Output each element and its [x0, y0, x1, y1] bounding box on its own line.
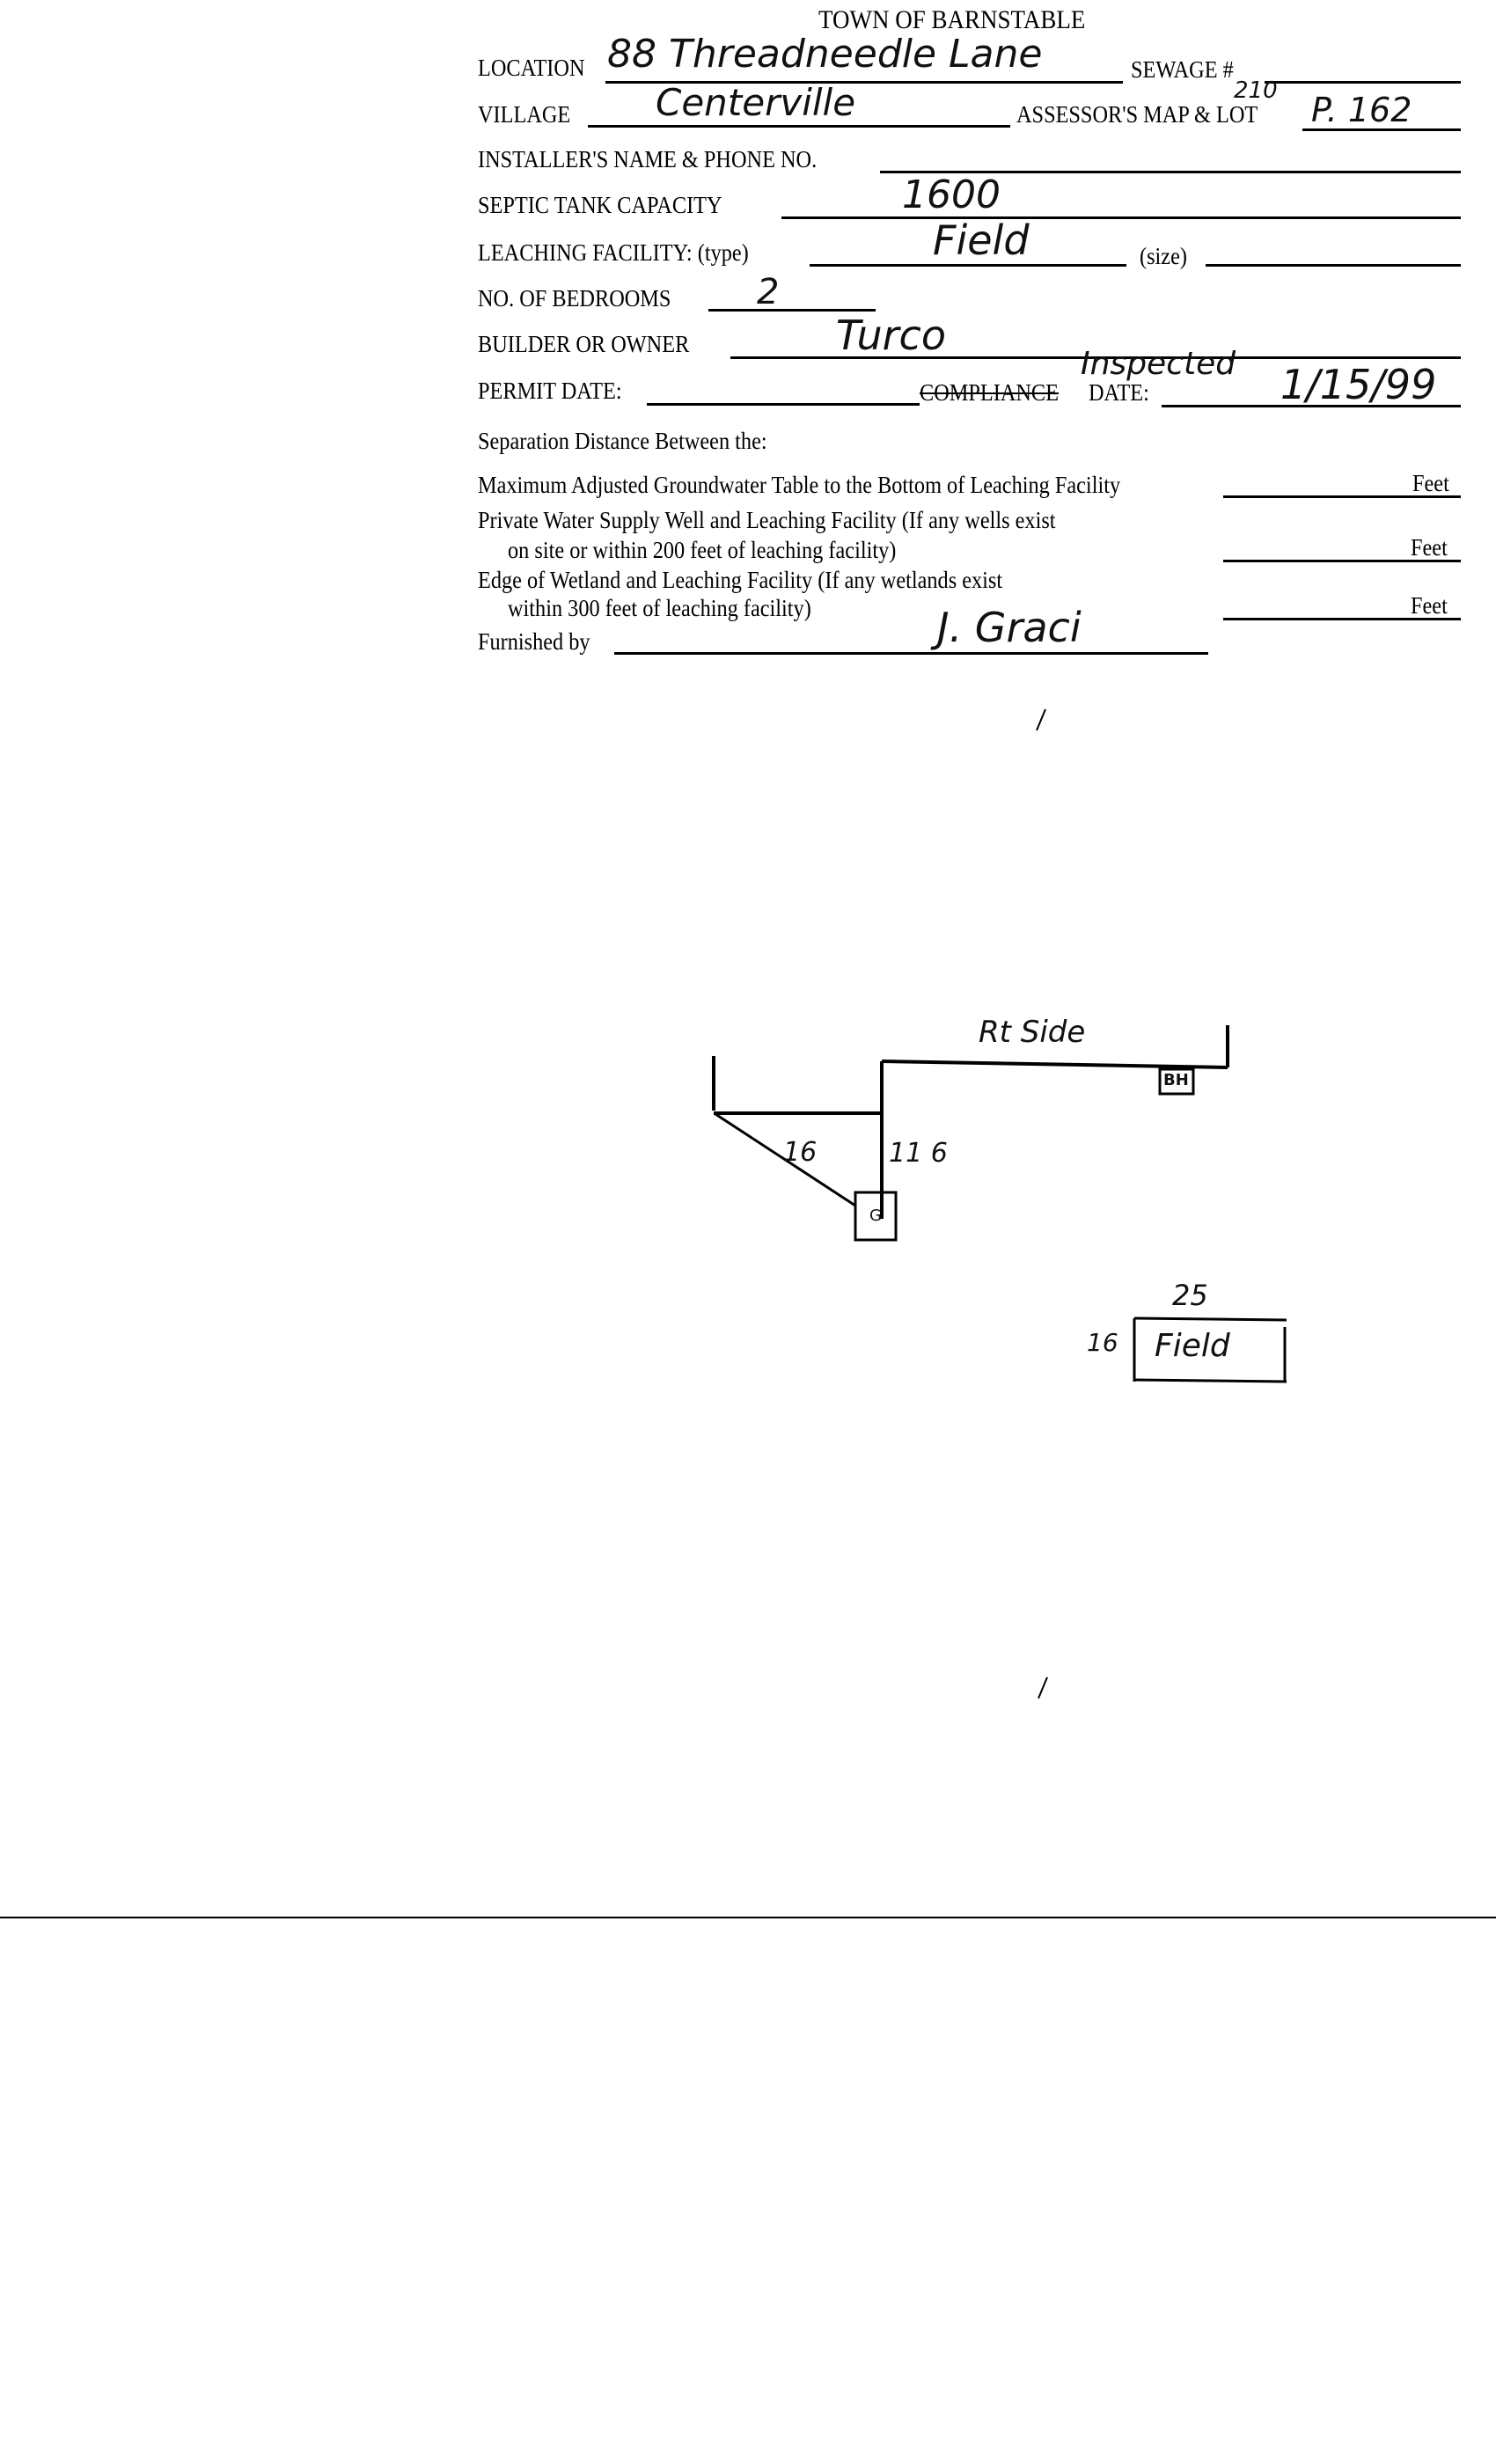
separation-row-2-unit: Feet — [1411, 534, 1448, 561]
separation-row-3-line — [1223, 618, 1461, 620]
field-bottom — [1133, 1378, 1287, 1383]
house-right-side — [881, 1060, 1228, 1069]
village-line — [588, 125, 1010, 128]
location-value: 88 Threadneedle Lane — [607, 32, 1043, 77]
field-height-label: 16 — [1087, 1328, 1118, 1357]
g-label: G — [869, 1206, 882, 1225]
compliance-date-value: 1/15/99 — [1280, 361, 1437, 408]
size-label: (size) — [1140, 243, 1187, 269]
field-label: Field — [1155, 1328, 1230, 1364]
separation-row-3-text: Edge of Wetland and Leaching Facility (I… — [478, 567, 1003, 593]
assessor-line — [1302, 128, 1461, 131]
location-line — [605, 81, 1123, 84]
installer-label: INSTALLER'S NAME & PHONE NO. — [478, 146, 818, 172]
date-label: DATE: — [1089, 379, 1149, 406]
separation-row-3-unit: Feet — [1411, 592, 1448, 619]
permit-line — [647, 403, 920, 406]
septic-value: 1600 — [902, 172, 1001, 217]
rt-side-label: Rt Side — [979, 1015, 1086, 1050]
separation-row-1-text: Maximum Adjusted Groundwater Table to th… — [478, 472, 1121, 498]
bedrooms-label: NO. OF BEDROOMS — [478, 285, 671, 312]
compliance-label: COMPLIANCE — [920, 379, 1059, 406]
builder-line — [730, 356, 1461, 359]
inspected-note: Inspected — [1081, 346, 1236, 382]
field-width-label: 25 — [1172, 1279, 1208, 1312]
furnished-label: Furnished by — [478, 628, 590, 655]
stray-mark — [1038, 1676, 1048, 1699]
separation-row-1-line — [1223, 495, 1461, 498]
assessor-lot-value: P. 162 — [1311, 91, 1412, 129]
furnished-value: J. Graci — [937, 604, 1082, 651]
sewage-line — [1265, 81, 1461, 84]
diagonal-dim-label: 16 — [783, 1137, 818, 1168]
stray-mark — [1036, 708, 1046, 731]
diagonal-dimension-line — [715, 1112, 856, 1207]
leaching-line — [810, 264, 1126, 267]
leaching-value: Field — [933, 216, 1030, 264]
vertical-dim-label: 11 6 — [889, 1138, 948, 1169]
separation-row-2-line — [1223, 560, 1461, 562]
leaching-label: LEACHING FACILITY: (type) — [478, 239, 749, 266]
separation-row-1-unit: Feet — [1412, 470, 1449, 496]
location-label: LOCATION — [478, 55, 585, 81]
village-label: VILLAGE — [478, 101, 571, 128]
separation-row-2-text2: on site or within 200 feet of leaching f… — [508, 537, 897, 563]
village-value: Centerville — [656, 81, 856, 124]
bh-label: BH — [1163, 1071, 1189, 1089]
separation-row-2-text: Private Water Supply Well and Leaching F… — [478, 507, 1056, 533]
page-title: TOWN OF BARNSTABLE — [818, 5, 1086, 34]
permit-label: PERMIT DATE: — [478, 378, 622, 404]
g-box — [854, 1191, 898, 1242]
assessor-label: ASSESSOR'S MAP & LOT — [1016, 101, 1258, 128]
bedrooms-value: 2 — [757, 272, 780, 312]
septic-label: SEPTIC TANK CAPACITY — [478, 192, 722, 218]
bh-box — [1158, 1067, 1195, 1096]
field-top — [1133, 1316, 1287, 1322]
septic-line — [781, 216, 1461, 219]
size-line — [1206, 264, 1461, 267]
separation-row-3-text2: within 300 feet of leaching facility) — [508, 595, 811, 621]
builder-value: Turco — [836, 312, 946, 359]
builder-label: BUILDER OR OWNER — [478, 331, 690, 357]
installer-line — [880, 171, 1461, 173]
furnished-line — [614, 652, 1208, 655]
bedrooms-line — [708, 309, 876, 312]
separation-heading: Separation Distance Between the: — [478, 428, 767, 454]
compliance-line — [1162, 405, 1461, 407]
sewage-label: SEWAGE # — [1131, 56, 1234, 83]
assessor-map-value: 210 — [1234, 77, 1278, 104]
